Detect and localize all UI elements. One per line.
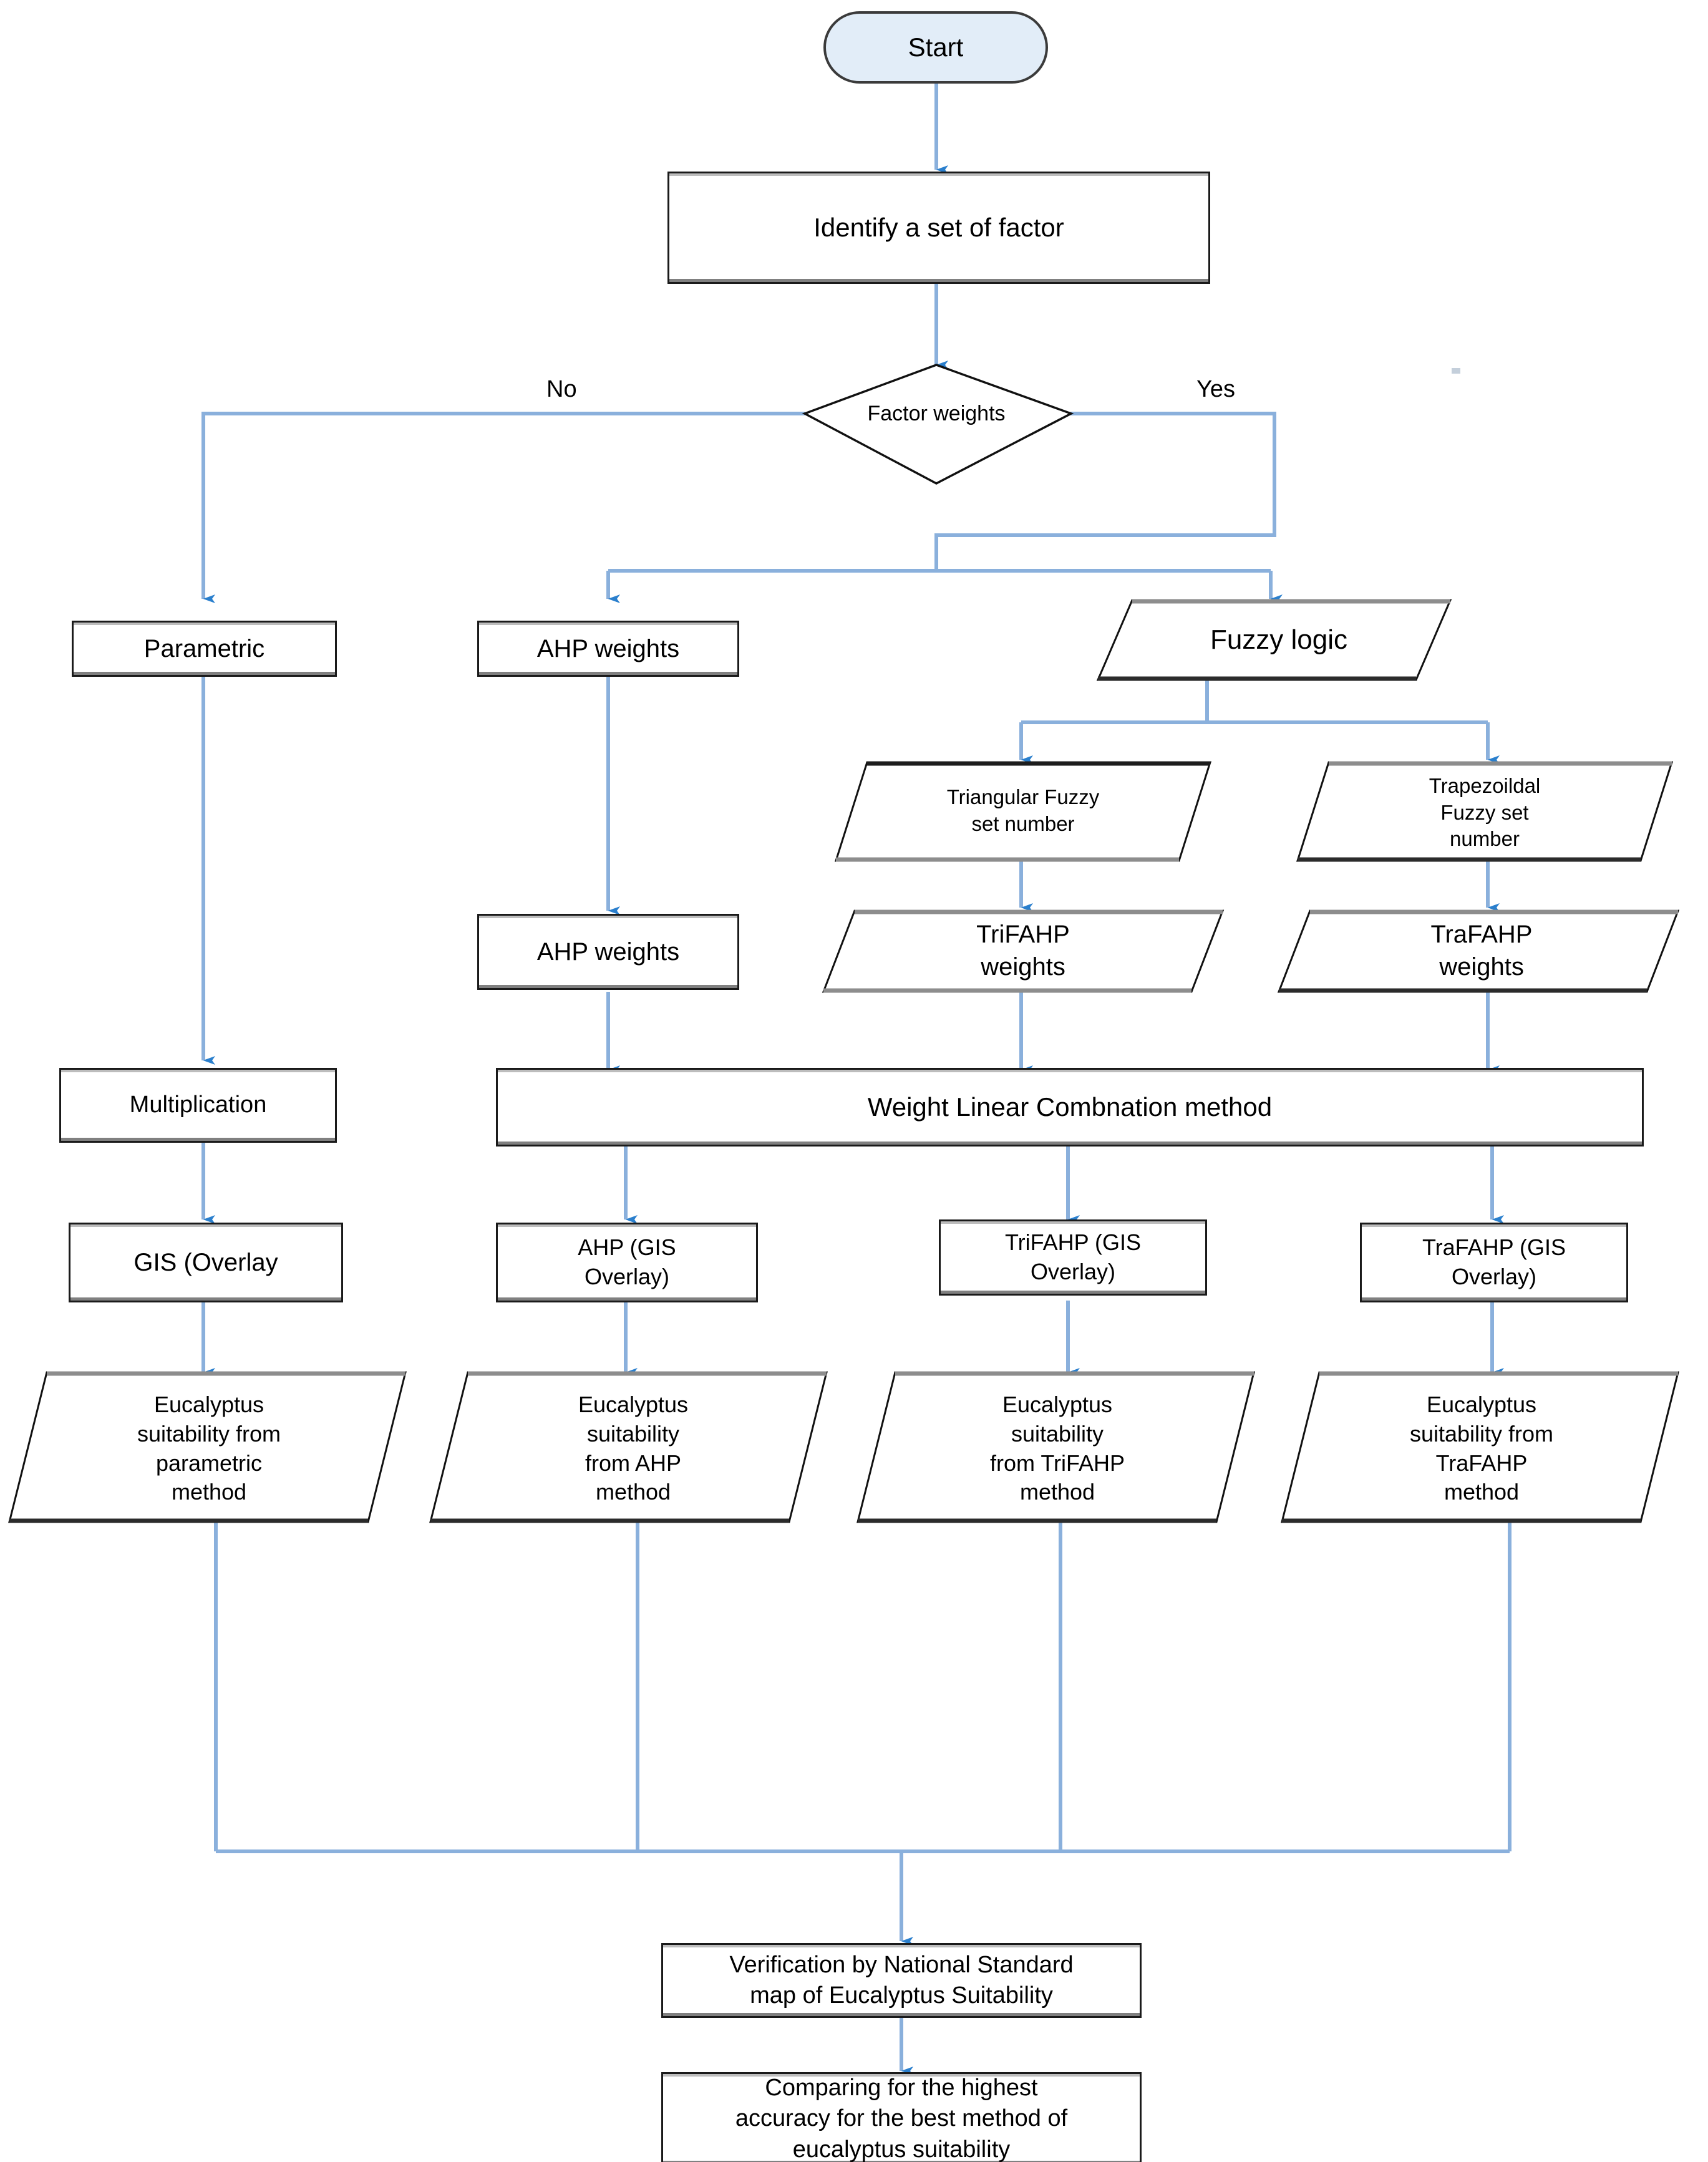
node-trafahp-weights[interactable]: TraFAHP weights	[1319, 916, 1644, 986]
node-comparing-label: Comparing for the highest accuracy for t…	[735, 2074, 1068, 2162]
node-suitability-parametric-label: Eucalyptus suitability from parametric m…	[137, 1391, 281, 1505]
decision-diamond	[802, 364, 1074, 485]
node-trafahp-gis-overlay-label: TraFAHP (GIS Overlay)	[1422, 1234, 1566, 1289]
node-decision-label: Factor weights	[867, 401, 1006, 425]
node-ahp-weights-2-label: AHP weights	[536, 938, 680, 966]
node-trifahp-weights[interactable]: TriFAHP weights	[861, 916, 1185, 986]
node-suitability-trafahp-label: Eucalyptus suitability from TraFAHP meth…	[1409, 1391, 1554, 1505]
node-gis-overlay-parametric-label: GIS (Overlay	[133, 1249, 278, 1276]
node-trifahp-gis-overlay-label: TriFAHP (GIS Overlay)	[1004, 1229, 1142, 1284]
node-trafahp-weights-label: TraFAHP weights	[1430, 921, 1533, 981]
node-ahp-weights-1-label: AHP weights	[536, 635, 680, 662]
node-ahp-gis-overlay[interactable]: AHP (GIS Overlay)	[496, 1223, 758, 1302]
node-trifahp-gis-overlay[interactable]: TriFAHP (GIS Overlay)	[939, 1219, 1207, 1296]
node-ahp-weights-1[interactable]: AHP weights	[477, 621, 739, 677]
stray-mark	[1452, 368, 1460, 374]
node-start-label: Start	[908, 32, 964, 62]
node-multiplication[interactable]: Multiplication	[59, 1068, 337, 1143]
node-ahp-weights-2[interactable]: AHP weights	[477, 914, 739, 990]
node-multiplication-label: Multiplication	[129, 1092, 267, 1118]
edge-no-to-parametric	[201, 412, 805, 603]
node-gis-overlay-parametric[interactable]: GIS (Overlay	[69, 1223, 343, 1302]
node-suitability-trifahp[interactable]: Eucalyptus suitability from TriFAHP meth…	[905, 1379, 1210, 1519]
node-comparing[interactable]: Comparing for the highest accuracy for t…	[661, 2072, 1142, 2162]
node-suitability-trafahp[interactable]: Eucalyptus suitability from TraFAHP meth…	[1329, 1379, 1634, 1519]
node-weight-linear-combination[interactable]: Weight Linear Combnation method	[496, 1068, 1644, 1146]
edge-label-no: No	[546, 376, 577, 402]
edge-yes-down	[934, 412, 1276, 571]
node-trafahp-gis-overlay[interactable]: TraFAHP (GIS Overlay)	[1360, 1223, 1628, 1302]
node-triangular-fuzzy-set-number[interactable]: Triangular Fuzzy set number	[861, 773, 1185, 848]
node-suitability-trifahp-label: Eucalyptus suitability from TriFAHP meth…	[989, 1391, 1125, 1505]
node-fuzzy-logic[interactable]: Fuzzy logic	[1123, 618, 1435, 662]
node-parametric-label: Parametric	[143, 635, 265, 662]
node-suitability-ahp-label: Eucalyptus suitability from AHP method	[578, 1391, 689, 1505]
node-trifahp-weights-label: TriFAHP weights	[976, 921, 1070, 981]
node-decision-factor-weights[interactable]: Factor weights	[812, 395, 1061, 432]
node-verification[interactable]: Verification by National Standard map of…	[661, 1943, 1142, 2018]
node-start[interactable]: Start	[823, 11, 1048, 84]
node-suitability-ahp[interactable]: Eucalyptus suitability from AHP method	[480, 1379, 786, 1519]
node-trapezoidal-fuzzy-set-number[interactable]: Trapezoildal Fuzzy set number	[1322, 766, 1647, 860]
node-ahp-gis-overlay-label: AHP (GIS Overlay)	[578, 1234, 676, 1289]
node-verification-label: Verification by National Standard map of…	[729, 1951, 1074, 2009]
node-trapezoidal-fuzzy-label: Trapezoildal Fuzzy set number	[1429, 773, 1541, 851]
node-parametric[interactable]: Parametric	[72, 621, 337, 677]
node-identify-factor[interactable]: Identify a set of factor	[667, 172, 1210, 284]
node-triangular-fuzzy-label: Triangular Fuzzy set number	[946, 785, 1100, 835]
edge-label-yes: Yes	[1196, 376, 1235, 402]
node-fuzzy-logic-label: Fuzzy logic	[1210, 624, 1348, 656]
node-identify-factor-label: Identify a set of factor	[813, 212, 1064, 242]
node-weight-linear-combination-label: Weight Linear Combnation method	[867, 1092, 1273, 1122]
node-suitability-parametric[interactable]: Eucalyptus suitability from parametric m…	[56, 1379, 362, 1519]
